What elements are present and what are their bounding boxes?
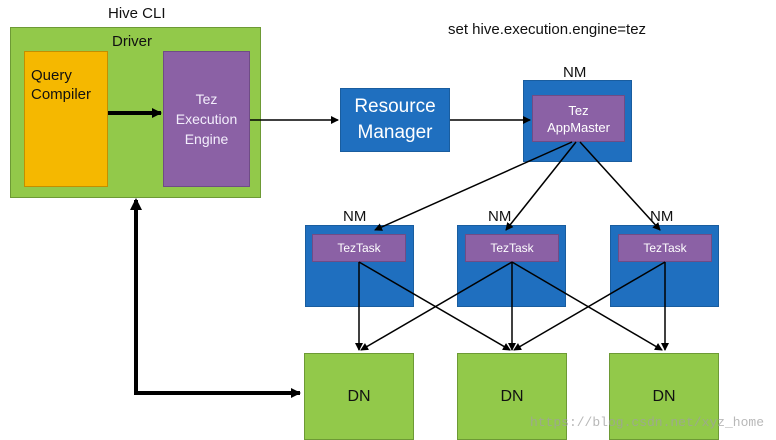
- query-compiler-box: Query Compiler: [24, 51, 108, 187]
- datanode-3: DN: [609, 353, 719, 440]
- arrow-appmaster-to-task1: [374, 141, 573, 231]
- arrow-appmaster-to-task2: [505, 141, 577, 231]
- resource-manager-box: Resource Manager: [340, 88, 450, 152]
- arrow-driver-to-datanode: [134, 200, 301, 398]
- arrow-up-head: [130, 198, 142, 210]
- nm-label-1: NM: [343, 208, 367, 225]
- tez-execution-engine-box: Tez Execution Engine: [163, 51, 250, 187]
- teztask-3: TezTask: [618, 234, 712, 262]
- execution-engine-command: set hive.execution.engine=tez: [448, 21, 647, 38]
- arrow-task2-dn3: [511, 261, 663, 351]
- teztask-1: TezTask: [312, 234, 406, 262]
- tez-appmaster-label: Tez AppMaster: [547, 102, 610, 135]
- nm-label-2: NM: [488, 208, 512, 225]
- arrow-task2-dn1: [360, 261, 513, 351]
- hive-cli-title: Hive CLI: [108, 5, 166, 22]
- tez-execution-engine-label: Tez Execution Engine: [175, 91, 238, 147]
- dn-label-1: DN: [347, 387, 371, 405]
- arrow-task3-dn2: [513, 261, 666, 351]
- driver-label: Driver: [112, 33, 152, 50]
- tez-appmaster-box: Tez AppMaster: [532, 95, 625, 142]
- nm-top-label: NM: [563, 64, 587, 81]
- dn-label-2: DN: [500, 387, 524, 405]
- datanode-2: DN: [457, 353, 567, 440]
- query-compiler-label: Query Compiler: [31, 67, 92, 103]
- teztask-2: TezTask: [465, 234, 559, 262]
- nm-label-3: NM: [650, 208, 674, 225]
- resource-manager-label: Resource Manager: [354, 96, 436, 143]
- arrow-appmaster-to-task3: [579, 141, 661, 231]
- watermark: https://blog.csdn.net/xyz_home: [529, 415, 764, 430]
- arrow-task1-dn2: [358, 261, 511, 351]
- dn-label-3: DN: [652, 387, 676, 405]
